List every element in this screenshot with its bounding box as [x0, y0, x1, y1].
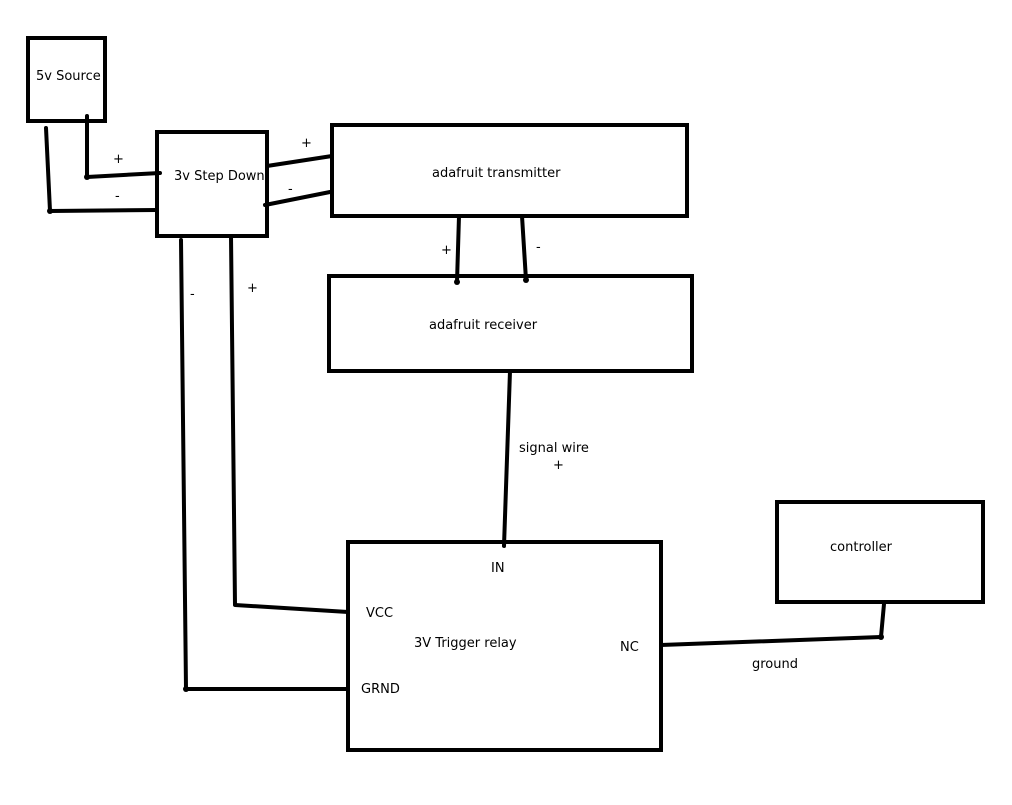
polarity-plus: + — [113, 152, 124, 167]
relay-pin-vcc: VCC — [366, 606, 393, 621]
junction-dot — [454, 279, 460, 285]
relay-box — [346, 540, 663, 752]
wire-ground — [659, 602, 886, 647]
wire-source-plus — [85, 114, 162, 179]
relay-label: 3V Trigger relay — [414, 636, 517, 651]
polarity-minus: - — [536, 240, 541, 255]
junction-dot — [183, 686, 189, 692]
wire-stepdown-relay-grnd — [179, 238, 350, 691]
source-box — [26, 36, 107, 123]
polarity-plus: + — [301, 136, 312, 151]
transmitter-label: adafruit transmitter — [432, 166, 561, 181]
polarity-minus: - — [288, 182, 293, 197]
signal-wire-label: signal wire — [519, 441, 589, 456]
junction-dot — [878, 634, 884, 640]
stepdown-box — [155, 130, 269, 238]
wire-signal — [502, 369, 512, 548]
relay-pin-nc: NC — [620, 640, 639, 655]
junction-dot — [47, 208, 53, 214]
wire-stepdown-relay-vcc — [229, 234, 350, 614]
polarity-plus: + — [247, 281, 258, 296]
receiver-label: adafruit receiver — [429, 318, 538, 333]
wire-transmitter-receiver-minus — [520, 214, 528, 282]
source-label: 5v Source — [36, 69, 101, 84]
ground-wire-label: ground — [752, 657, 798, 672]
wire-source-minus — [44, 126, 159, 213]
wire-stepdown-transmitter-plus — [265, 154, 334, 168]
polarity-plus: + — [553, 458, 564, 473]
polarity-minus: - — [115, 189, 120, 204]
relay-pin-grnd: GRND — [361, 682, 400, 697]
polarity-minus: - — [190, 287, 195, 302]
wire-transmitter-receiver-plus — [455, 214, 461, 284]
transmitter-box — [330, 123, 689, 218]
relay-pin-in: IN — [491, 561, 505, 576]
stepdown-label: 3v Step Down — [174, 169, 265, 184]
controller-box — [775, 500, 985, 604]
junction-dot — [84, 174, 90, 180]
wire-stepdown-transmitter-minus — [263, 190, 332, 207]
junction-dot — [523, 277, 529, 283]
controller-label: controller — [830, 540, 893, 555]
polarity-plus: + — [441, 243, 452, 258]
